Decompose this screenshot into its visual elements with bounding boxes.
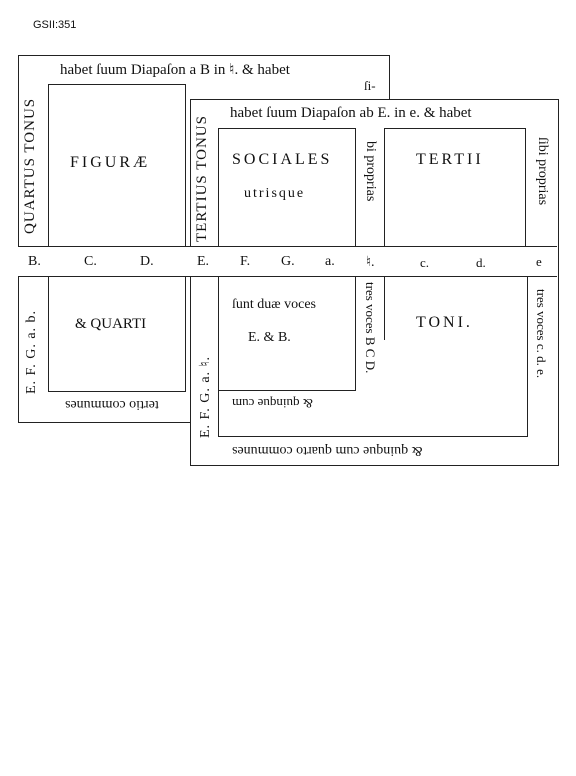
tertius-side-notes: E. F. G. a. ♮. [198,355,213,438]
scale-note-c: C. [84,254,97,269]
quartus-top-label: habet ſuum Diapaſon a B in ♮. & habet [60,62,290,78]
scale-band [18,246,557,277]
scale-note-d-lower: d. [476,255,486,270]
tertius-outer-frame [190,99,559,466]
figurae-label: FIGURÆ [70,154,151,171]
quinque-cum-upper: & quinque cum [232,396,313,411]
tertius-tertii-box [384,128,526,247]
tertius-top-label: habet ſuum Diapaſon ab E. in e. & habet [230,105,472,121]
scale-note-c-lower: c. [420,255,430,270]
tertii-label: TERTII [416,151,484,168]
tertius-lower-right-box [218,276,528,437]
quartus-side-notes: E. F. G. a. b. [24,309,39,394]
scale-note-b: B. [28,254,41,269]
tres-voces-bcd-label: tres voces B C D. [363,282,378,374]
scale-note-a: a. [325,254,335,269]
quartus-bottom-label: tertio communes [65,397,159,412]
utrisque-label: utrisque [244,186,306,201]
scale-note-g: G. [281,254,295,269]
quartus-tonus-label: QUARTUS TONUS [22,97,38,234]
funt-label: ſunt duæ voces [232,297,316,312]
toni-label: TONI. [416,314,473,331]
scale-note-natural: ♮. [366,255,375,270]
bi-proprias-label: bi proprias [363,141,378,202]
tres-voces-cde-label: tres voces c. d. e. [534,289,549,379]
scale-note-f: F. [240,254,251,269]
tertius-vline [384,276,385,340]
scale-note-e: E. [197,254,210,269]
quartus-lower-center: & QUARTI [75,316,147,332]
tertius-tonus-label: TERTIUS TONUS [194,115,210,242]
scale-note-e-lower: e [536,254,542,269]
quartus-lower-box [48,276,186,392]
sociales-label: SOCIALES [232,151,333,168]
quartus-top-right: ſi- [364,78,376,93]
scale-note-d: D. [140,254,154,269]
page-id: GSII:351 [33,19,77,31]
tertius-bottom-label: & quinque cum quarto communes [232,443,423,458]
e-b-label: E. & B. [248,330,291,345]
sibi-proprias-label: ſibi proprias [535,137,550,206]
